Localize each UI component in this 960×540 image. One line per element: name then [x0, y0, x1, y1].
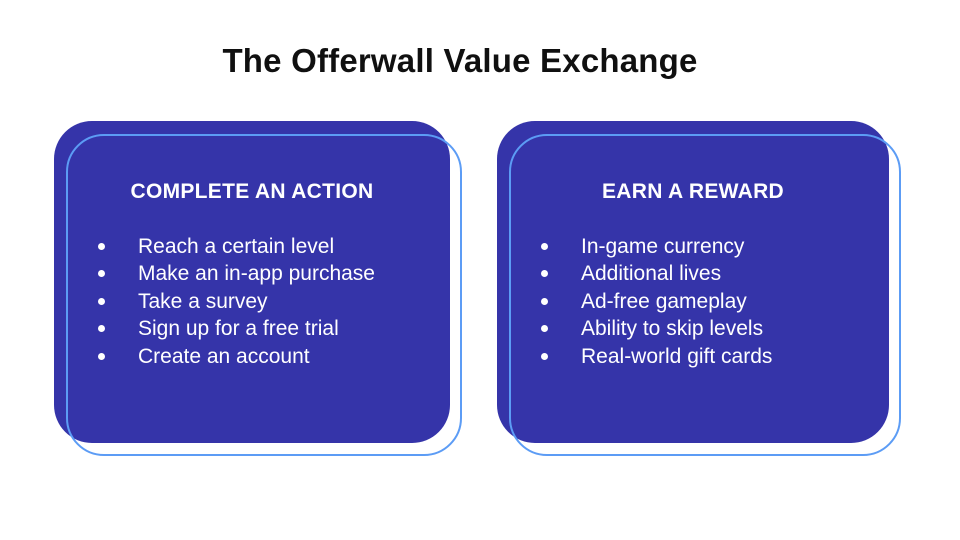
list-item: Ad-free gameplay	[497, 288, 889, 315]
bullet-icon	[541, 297, 548, 305]
list-item: Real-world gift cards	[497, 343, 889, 370]
list-item-label: Make an in-app purchase	[138, 262, 375, 286]
card-earn-a-reward: EARN A REWARD In-game currency Additiona…	[497, 121, 889, 443]
list-item: Ability to skip levels	[497, 315, 889, 342]
card-complete-an-action: COMPLETE AN ACTION Reach a certain level…	[54, 121, 450, 443]
list-item: In-game currency	[497, 233, 889, 260]
reward-list: In-game currency Additional lives Ad-fre…	[497, 233, 889, 370]
bullet-icon	[98, 325, 105, 333]
bullet-icon	[541, 243, 548, 250]
action-list: Reach a certain level Make an in-app pur…	[54, 233, 450, 370]
bullet-icon	[541, 325, 548, 333]
list-item-label: Reach a certain level	[138, 235, 335, 258]
bullet-icon	[98, 243, 105, 250]
bullet-icon	[98, 297, 105, 305]
list-item: Additional lives	[497, 260, 889, 287]
list-item: Create an account	[54, 343, 450, 370]
list-item-label: In-game currency	[581, 235, 745, 258]
list-item: Reach a certain level	[54, 233, 450, 260]
list-item-label: Take a survey	[138, 289, 268, 313]
list-item-label: Sign up for a free trial	[138, 317, 339, 341]
card-header-complete-an-action: COMPLETE AN ACTION	[130, 180, 374, 203]
bullet-icon	[541, 352, 548, 360]
bullet-icon	[541, 270, 548, 278]
list-item: Take a survey	[54, 288, 450, 315]
list-item: Make an in-app purchase	[54, 260, 450, 287]
list-item-label: Additional lives	[581, 262, 722, 286]
list-item-label: Ability to skip levels	[581, 317, 764, 341]
list-item: Sign up for a free trial	[54, 315, 450, 342]
list-item-label: Ad-free gameplay	[581, 289, 747, 313]
list-item-label: Real-world gift cards	[581, 344, 773, 368]
bullet-icon	[98, 270, 105, 278]
bullet-icon	[98, 352, 105, 360]
card-header-earn-a-reward: EARN A REWARD	[601, 180, 784, 203]
list-item-label: Create an account	[138, 344, 310, 368]
page-title: The Offerwall Value Exchange	[222, 42, 698, 79]
